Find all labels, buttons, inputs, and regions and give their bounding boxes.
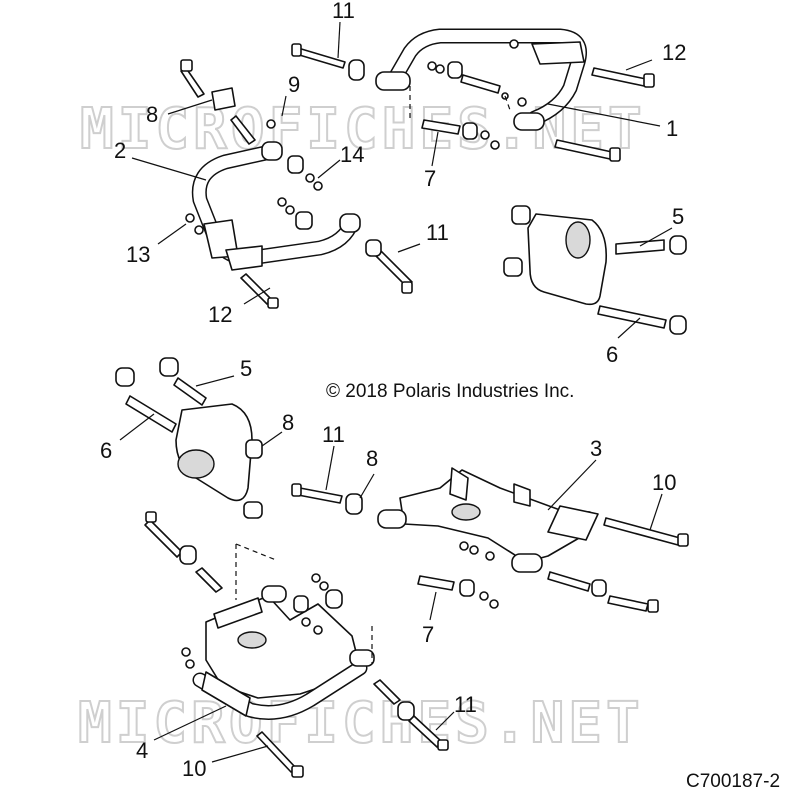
upper-control-arm-2 [191,141,361,271]
callout-11-top: 11 [332,0,355,23]
knuckle-left [115,357,263,519]
lower-right-hardware [291,483,689,613]
callout-7-lower: 7 [422,622,434,647]
callout-1: 1 [666,116,678,141]
lower-control-arm-4 [192,543,375,720]
upper-control-arm-1 [375,28,587,131]
knuckle-right [503,205,687,335]
callout-11-mid: 11 [426,220,449,245]
callout-5-right: 5 [672,204,684,229]
lower-left-hardware [144,511,449,778]
diagram-code: C700187-2 [686,771,780,792]
callout-12-mid: 12 [208,302,232,327]
callout-13: 13 [126,242,150,267]
copyright-notice: © 2018 Polaris Industries Inc. [326,381,574,402]
callout-7-top: 7 [424,166,436,191]
callout-5-left: 5 [240,356,252,381]
callout-14: 14 [340,142,364,167]
upper-front-hardware [180,59,413,309]
leader-lines [119,21,673,763]
callout-10-right: 10 [652,470,676,495]
callout-8-mid-left: 8 [282,410,294,435]
callout-6-left: 6 [100,438,112,463]
callout-6-right: 6 [606,342,618,367]
callout-11-lower: 11 [322,422,345,447]
callout-8-top: 8 [146,102,158,127]
watermark-bottom: MICROFICHES.NET [78,691,644,756]
lower-control-arm-3 [377,467,599,573]
callout-12-top: 12 [662,40,686,65]
callout-4: 4 [136,738,148,763]
callout-10-bottom: 10 [182,756,206,781]
callouts: 11 12 1 9 8 2 14 7 13 11 12 5 6 5 6 8 11… [100,0,686,781]
callout-8-lower: 8 [366,446,378,471]
callout-11-bottom: 11 [454,692,477,717]
callout-9: 9 [288,72,300,97]
callout-2: 2 [114,138,126,163]
upper-rear-hardware [291,39,655,162]
callout-3: 3 [590,436,602,461]
